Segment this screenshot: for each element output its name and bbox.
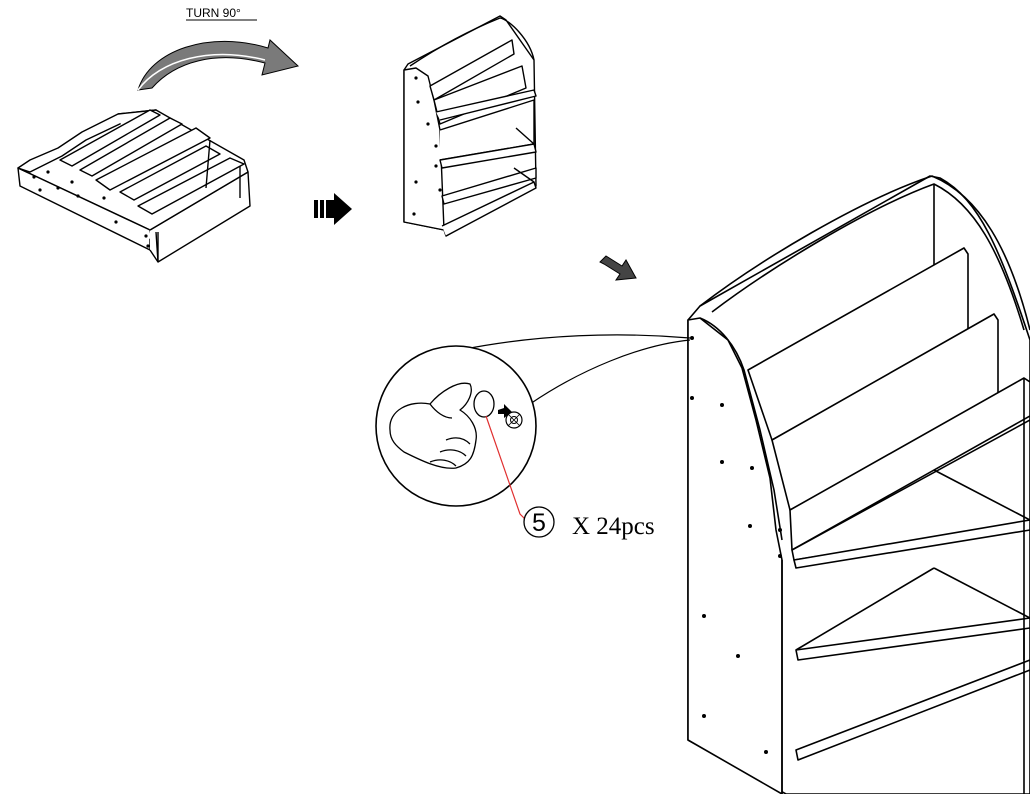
turn-label: TURN 90° <box>186 6 241 20</box>
shelf-lying-illustration <box>17 109 251 263</box>
cap-detail-callout <box>375 334 691 521</box>
part-quantity: X 24pcs <box>572 513 655 540</box>
diagonal-arrow-icon <box>599 255 637 281</box>
part-number-circle <box>523 506 555 538</box>
hand-icon <box>389 382 477 469</box>
block-arrow-icon <box>314 193 352 225</box>
shelf-upright-large-illustration <box>687 175 1030 794</box>
part-label: 5 X 24pcs <box>523 506 655 540</box>
cap-cover-icon <box>473 390 523 429</box>
shelf-upright-small-illustration <box>403 15 537 237</box>
turn-instruction: TURN 90° <box>137 6 300 91</box>
curved-arrow-icon <box>137 39 300 91</box>
part-number: 5 <box>532 509 546 537</box>
